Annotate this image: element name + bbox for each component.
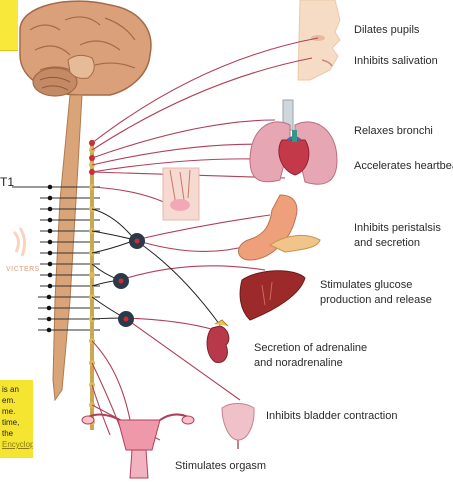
note-line: em. [2, 395, 33, 406]
note-line: time, [2, 417, 33, 428]
label-stomach: Inhibits peristalsisand secretion [354, 221, 441, 251]
skin-illustration [163, 168, 199, 220]
spinal-cord [53, 95, 82, 400]
note-line: me. [2, 406, 33, 417]
label-uterus: Stimulates orgasm [175, 459, 266, 474]
brain-illustration [20, 1, 151, 96]
t1-label: T1 [0, 175, 14, 189]
face-illustration [298, 0, 340, 80]
stomach-illustration [238, 195, 320, 260]
spinal-nerve-dots [47, 185, 53, 333]
label-salivation: Inhibits salivation [354, 54, 438, 69]
yellow-note-corner [0, 0, 18, 51]
label-adrenal: Secretion of adrenalineand noradrenaline [254, 341, 367, 371]
note-line: the [2, 428, 33, 439]
kidney-adrenal-illustration [207, 320, 229, 363]
ganglia [113, 233, 145, 327]
label-bronchi: Relaxes bronchi [354, 124, 433, 139]
bladder-illustration [222, 404, 254, 450]
watermark-text: VICTERS [6, 266, 40, 273]
liver-illustration [240, 271, 305, 320]
note-link[interactable]: Encyclopedia [2, 439, 33, 450]
lungs-heart-illustration [250, 100, 337, 184]
label-liver: Stimulates glucoseproduction and release [320, 278, 432, 308]
overlay-note: is an em. me. time, the Encyclopedia [0, 380, 33, 458]
label-heart: Accelerates heartbeat [354, 159, 453, 174]
label-bladder: Inhibits bladder contraction [266, 409, 397, 424]
note-line: is an [2, 384, 33, 395]
watermark-logo [14, 228, 25, 256]
label-pupils: Dilates pupils [354, 23, 419, 38]
